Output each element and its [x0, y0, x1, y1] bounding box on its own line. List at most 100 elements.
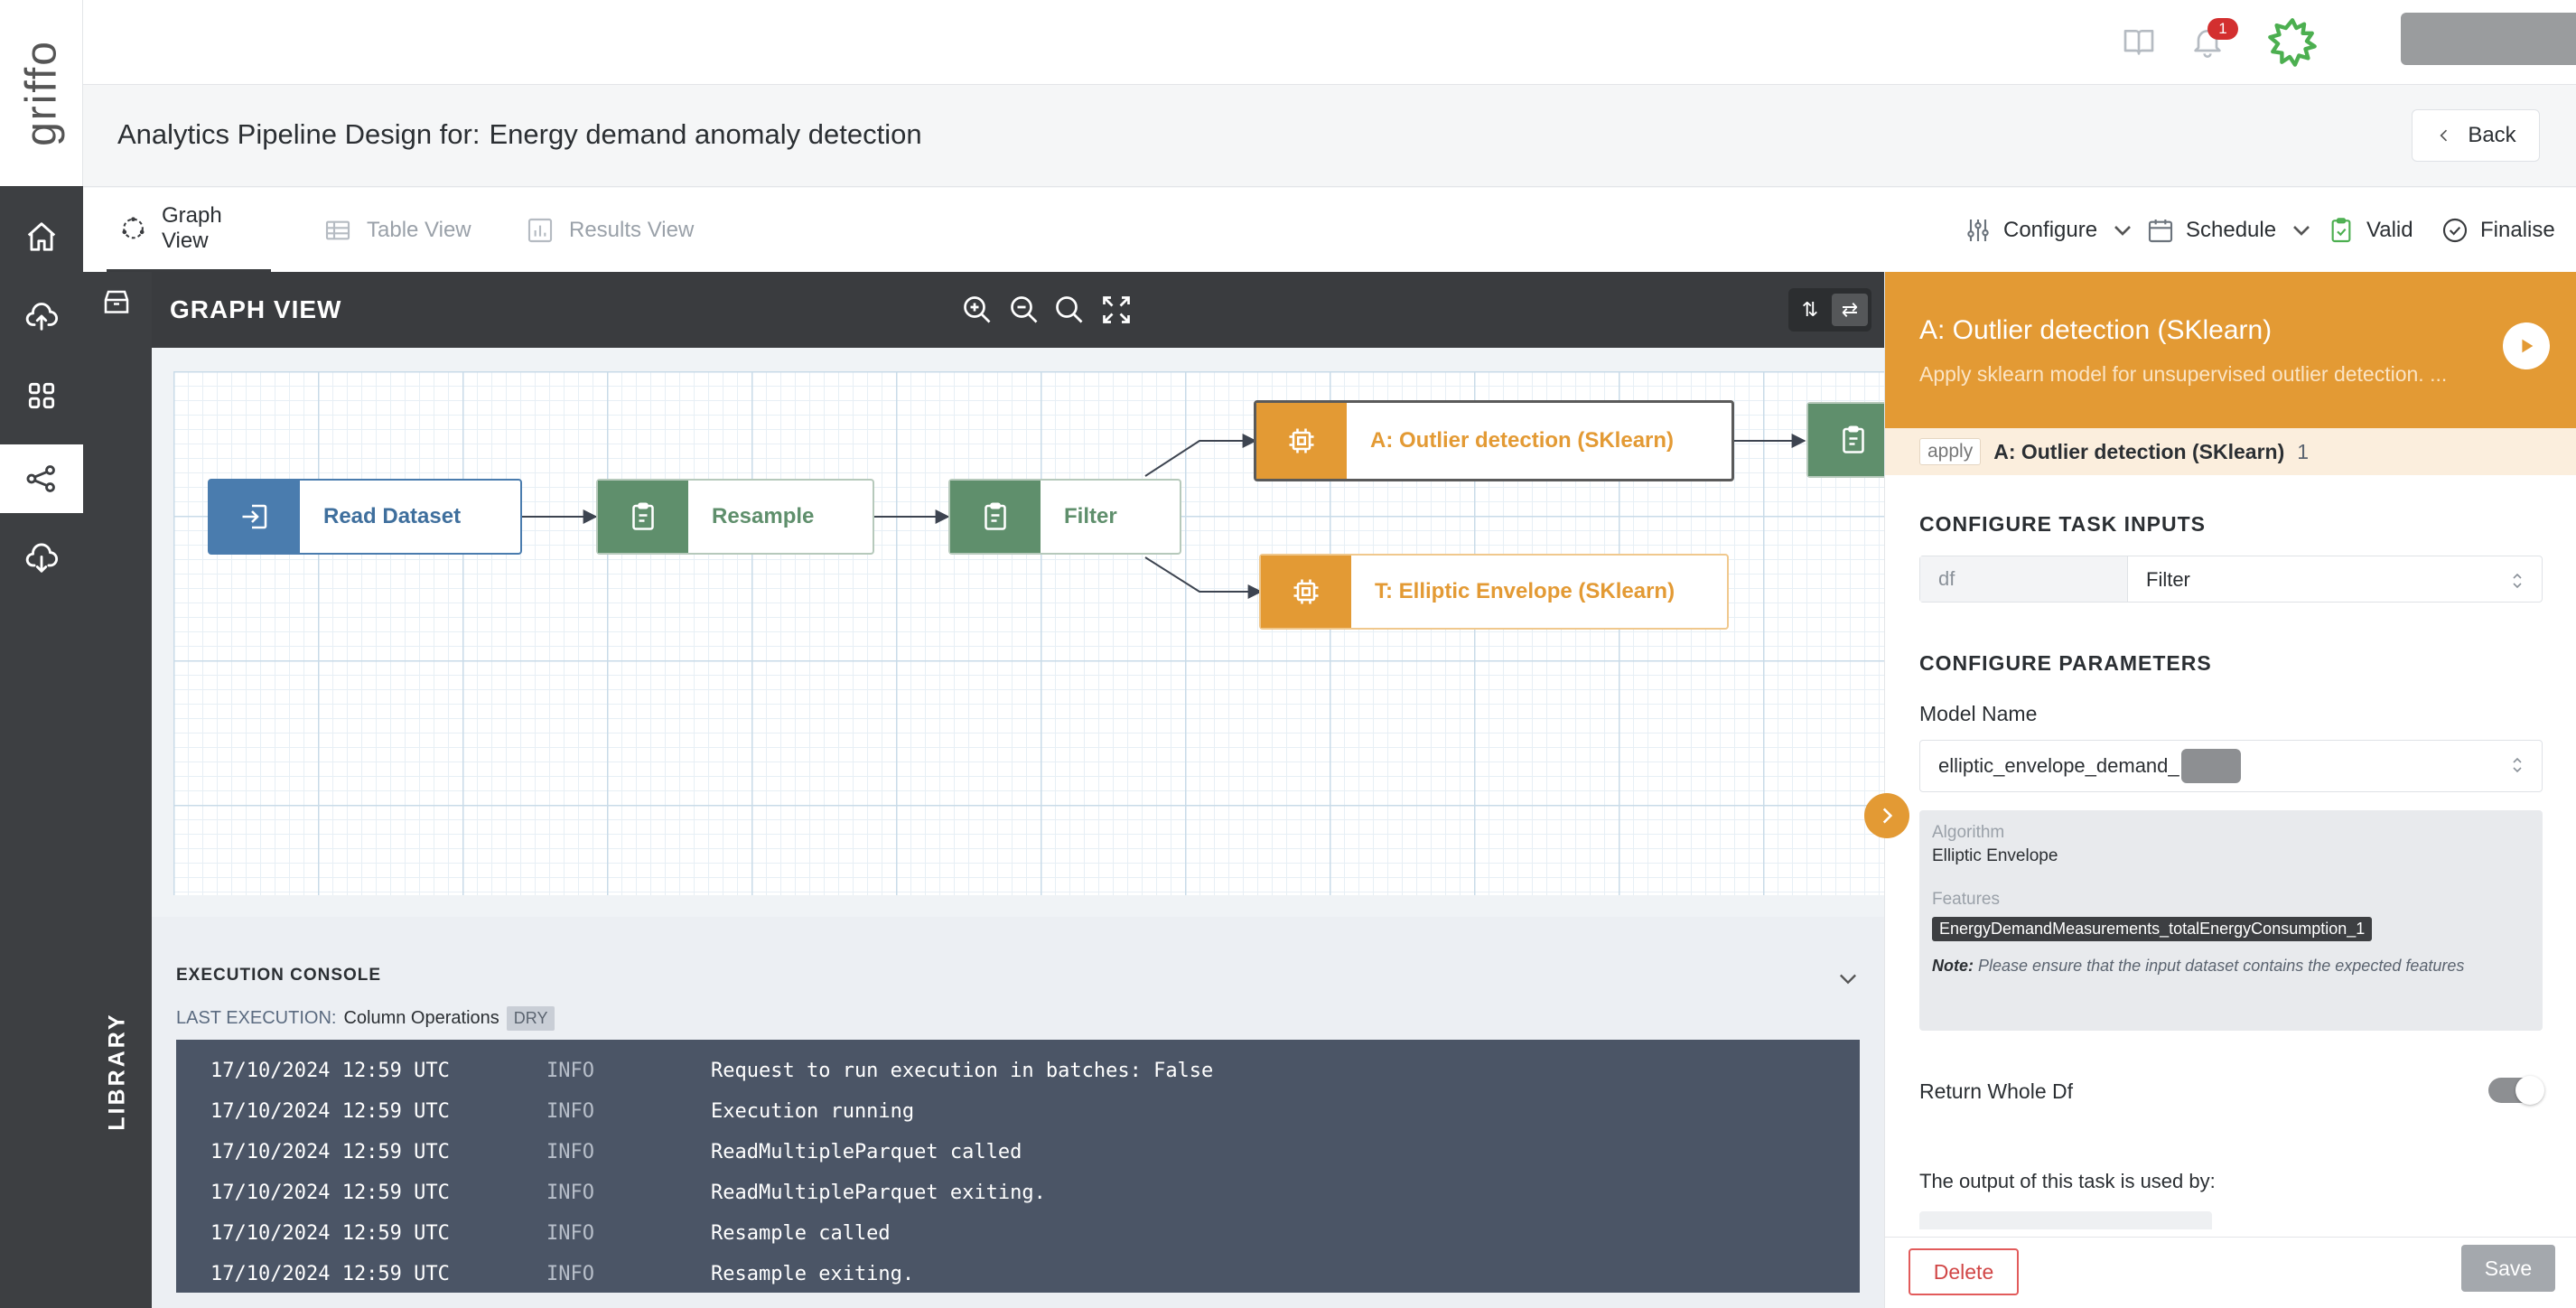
horizontal-layout-icon[interactable]: ⇄: [1832, 294, 1868, 326]
input-key: df: [1920, 556, 2128, 602]
dry-run-badge: DRY: [506, 1006, 555, 1031]
sliders-icon: [1967, 219, 1989, 241]
play-icon: [2522, 339, 2534, 353]
task-inputs-heading: CONFIGURE TASK INPUTS: [1919, 512, 2207, 536]
pipelines-nav[interactable]: [0, 444, 83, 513]
clipboard-icon: [985, 502, 1006, 530]
feature-chip: EnergyDemandMeasurements_totalEnergyCons…: [1932, 917, 2373, 941]
notification-badge: 1: [2207, 18, 2238, 40]
used-by-item[interactable]: [1919, 1211, 2212, 1229]
node-next-task[interactable]: [1806, 402, 1884, 478]
delete-button[interactable]: Delete: [1909, 1248, 2019, 1295]
select-arrows-icon: [2513, 757, 2522, 773]
edge-filter-outlier: [1144, 434, 1257, 477]
vertical-layout-icon[interactable]: ⇅: [1801, 298, 1819, 321]
schedule-menu[interactable]: Schedule: [2146, 188, 2316, 272]
pipeline-name: Energy demand anomaly detection: [489, 118, 922, 150]
chevron-down-icon: [2114, 225, 2132, 236]
view-tabs: Graph View Table View Results View Confi…: [83, 188, 2576, 272]
task-panel-header: A: Outlier detection (SKlearn) Apply skl…: [1885, 272, 2576, 428]
configure-menu[interactable]: Configure: [1964, 188, 2137, 272]
used-by-label: The output of this task is used by:: [1919, 1170, 2216, 1192]
panel-footer: Delete Save: [1885, 1237, 2576, 1308]
tab-table-view[interactable]: Table View: [323, 188, 471, 272]
cloud-download-icon: [25, 543, 58, 573]
task-description: Apply sklearn model for unsupervised out…: [1919, 362, 2448, 386]
return-whole-df-label: Return Whole Df: [1919, 1079, 2074, 1103]
home-nav[interactable]: [0, 202, 83, 271]
model-name-label: Model Name: [1919, 702, 2038, 725]
share-graph-icon: [26, 465, 55, 492]
download-nav[interactable]: [0, 524, 83, 593]
bar-chart-icon: [527, 218, 553, 242]
clipboard-check-icon: [2331, 217, 2351, 242]
model-name-select[interactable]: elliptic_envelope_demand_: [1919, 740, 2543, 792]
zoom-fit-icon[interactable]: [1053, 294, 1086, 326]
graph-edges: [520, 434, 1806, 599]
expand-panel-button[interactable]: [1864, 793, 1909, 838]
archive-icon[interactable]: [99, 286, 134, 319]
node-filter[interactable]: Filter: [948, 479, 1181, 555]
finalise-button[interactable]: Finalise: [2441, 188, 2555, 272]
user-menu[interactable]: [2401, 13, 2576, 65]
tab-results-view[interactable]: Results View: [526, 188, 694, 272]
chevron-down-icon[interactable]: [1835, 966, 1861, 991]
select-arrows-icon: [2513, 573, 2522, 589]
model-info-box: Algorithm Elliptic Envelope Features Ene…: [1919, 810, 2543, 1031]
org-logo-icon: [2268, 18, 2317, 67]
main-nav-rail: griffo: [0, 0, 83, 1308]
task-type-tag: apply: [1919, 438, 1982, 465]
library-label: LIBRARY: [104, 1012, 130, 1131]
node-read-dataset[interactable]: Read Dataset: [208, 479, 522, 555]
execution-console: EXECUTION CONSOLE LAST EXECUTION: Column…: [152, 917, 1884, 1308]
info-note: Note: Please ensure that the input datas…: [1932, 957, 2465, 975]
chevron-down-icon: [2293, 225, 2310, 236]
book-icon[interactable]: [2121, 23, 2157, 60]
node-elliptic-envelope[interactable]: T: Elliptic Envelope (SKlearn): [1259, 554, 1729, 630]
node-resample[interactable]: Resample: [596, 479, 874, 555]
valid-status[interactable]: Valid: [2327, 188, 2413, 272]
console-title: EXECUTION CONSOLE: [176, 966, 382, 985]
zoom-out-icon[interactable]: [1008, 294, 1041, 326]
upload-nav[interactable]: [0, 282, 83, 350]
return-whole-df-toggle[interactable]: [2488, 1076, 2544, 1105]
run-task-button[interactable]: [2503, 322, 2550, 369]
zoom-in-icon[interactable]: [961, 294, 994, 326]
page-title: Analytics Pipeline Design for:Energy dem…: [117, 118, 922, 150]
input-source-select[interactable]: Filter: [2146, 568, 2190, 591]
grid-icon: [28, 382, 55, 409]
parameters-heading: CONFIGURE PARAMETERS: [1919, 651, 2212, 675]
clipboard-icon: [632, 502, 654, 530]
task-config-panel: A: Outlier detection (SKlearn) Apply skl…: [1884, 272, 2576, 1308]
apps-nav[interactable]: [0, 361, 83, 430]
cpu-chip-icon: [1289, 428, 1314, 453]
task-type-strip: apply A: Outlier detection (SKlearn) 1: [1885, 428, 2576, 475]
fullscreen-icon[interactable]: [1100, 294, 1133, 326]
import-icon: [242, 504, 267, 529]
graph-view-header: GRAPH VIEW ⇅ ⇄: [152, 272, 1884, 348]
top-bar: 1: [83, 0, 2576, 85]
edge-filter-elliptic: [1144, 556, 1263, 599]
save-button[interactable]: Save: [2461, 1245, 2555, 1292]
task-title: A: Outlier detection (SKlearn): [1919, 315, 2273, 345]
cloud-upload-icon: [25, 303, 58, 331]
redacted-value: [2180, 749, 2241, 783]
check-circle-icon: [2442, 218, 2468, 242]
tab-graph-view[interactable]: Graph View: [107, 188, 271, 272]
cpu-chip-icon: [1293, 579, 1319, 604]
graph-view-icon: [122, 217, 145, 239]
layout-direction-toggle[interactable]: ⇅ ⇄: [1788, 288, 1871, 332]
library-sidebar[interactable]: LIBRARY: [83, 272, 152, 1308]
graph-view-title: GRAPH VIEW: [170, 295, 342, 323]
node-outlier-detection[interactable]: A: Outlier detection (SKlearn): [1254, 400, 1734, 481]
back-button[interactable]: Back: [2412, 109, 2540, 162]
graph-canvas[interactable]: Read Dataset Resample Filter A: Outlier …: [152, 348, 1884, 917]
app-logo[interactable]: griffo: [0, 0, 83, 186]
home-icon: [27, 222, 56, 251]
